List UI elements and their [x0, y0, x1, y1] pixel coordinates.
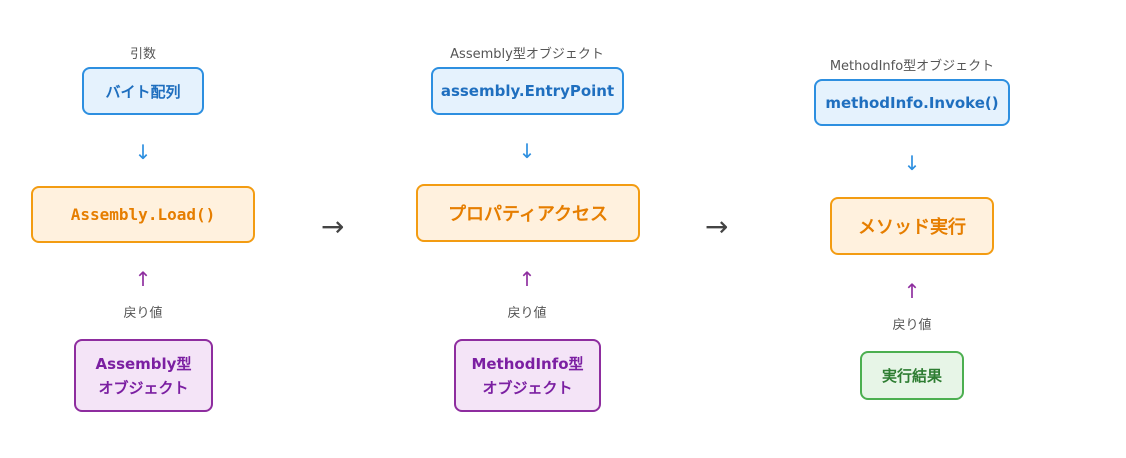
step-1-result-line1: Assembly型 [95, 354, 192, 373]
step-3-input-caption: MethodInfo型オブジェクト [829, 59, 995, 74]
step-2-up-arrow: ↑ [518, 267, 536, 291]
step-2-input-caption: Assembly型オブジェクト [450, 47, 604, 62]
step-3-input-box: methodInfo.Invoke() [814, 79, 1010, 126]
step-3-up-arrow: ↑ [903, 279, 921, 303]
flow-arrow-1: → [321, 210, 345, 243]
step-1-down-arrow: ↓ [134, 140, 152, 164]
step-1-input-caption: 引数 [129, 47, 157, 62]
step-2-result-line1: MethodInfo型 [471, 354, 584, 373]
step-1-result-box: Assembly型 オブジェクト [74, 339, 213, 412]
step-3-return-caption: 戻り値 [892, 318, 932, 333]
step-3-down-arrow: ↓ [903, 151, 921, 175]
flow-arrow-2: → [705, 210, 729, 243]
step-1-input-box: バイト配列 [82, 67, 204, 115]
step-2-result-line2: オブジェクト [482, 378, 573, 397]
step-1-action-box: Assembly.Load() [31, 186, 255, 243]
step-1-result-line2: オブジェクト [98, 378, 189, 397]
step-2-return-caption: 戻り値 [507, 306, 547, 321]
step-2-action-box: プロパティアクセス [416, 184, 640, 242]
step-2-result-box: MethodInfo型 オブジェクト [454, 339, 601, 412]
step-1-up-arrow: ↑ [134, 267, 152, 291]
step-2-input-box: assembly.EntryPoint [431, 67, 624, 115]
step-2-down-arrow: ↓ [518, 139, 536, 163]
step-1-return-caption: 戻り値 [123, 306, 163, 321]
step-3-result-box: 実行結果 [860, 351, 964, 400]
step-3-action-box: メソッド実行 [830, 197, 994, 255]
